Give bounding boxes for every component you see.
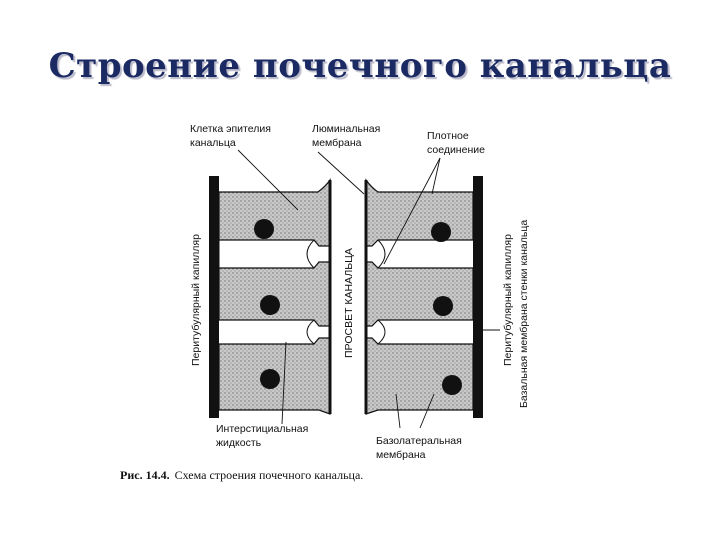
right-nucleus-1 [431, 222, 451, 242]
label-peritubular-capillary-right: Перитубулярный капилляр [502, 234, 514, 366]
figure-caption: Рис. 14.4.Схема строения почечного канал… [120, 468, 363, 482]
right-nucleus-3 [442, 375, 462, 395]
right-cell-2 [365, 261, 474, 327]
label-peritubular-capillary-left: Перитубулярный капилляр [190, 234, 202, 366]
left-cell-column [218, 178, 331, 415]
right-cell-column [365, 178, 474, 415]
left-nucleus-2 [260, 295, 280, 315]
right-cell-1 [365, 178, 474, 247]
right-basal-wall [473, 176, 483, 418]
right-cell-3 [365, 337, 474, 415]
leader-lines [237, 149, 500, 429]
right-nucleus-2 [433, 296, 453, 316]
left-nucleus-1 [254, 219, 274, 239]
left-cell-1 [218, 178, 331, 247]
label-lumen: ПРОСВЕТ КАНАЛЬЦА [343, 248, 355, 358]
left-cell-2 [218, 261, 331, 327]
label-basal-membrane: Базальная мембрана стенки канальца [518, 220, 530, 408]
slide-title: Строение почечного канальца [48, 46, 672, 86]
left-basal-wall [209, 176, 219, 418]
left-nucleus-3 [260, 369, 280, 389]
